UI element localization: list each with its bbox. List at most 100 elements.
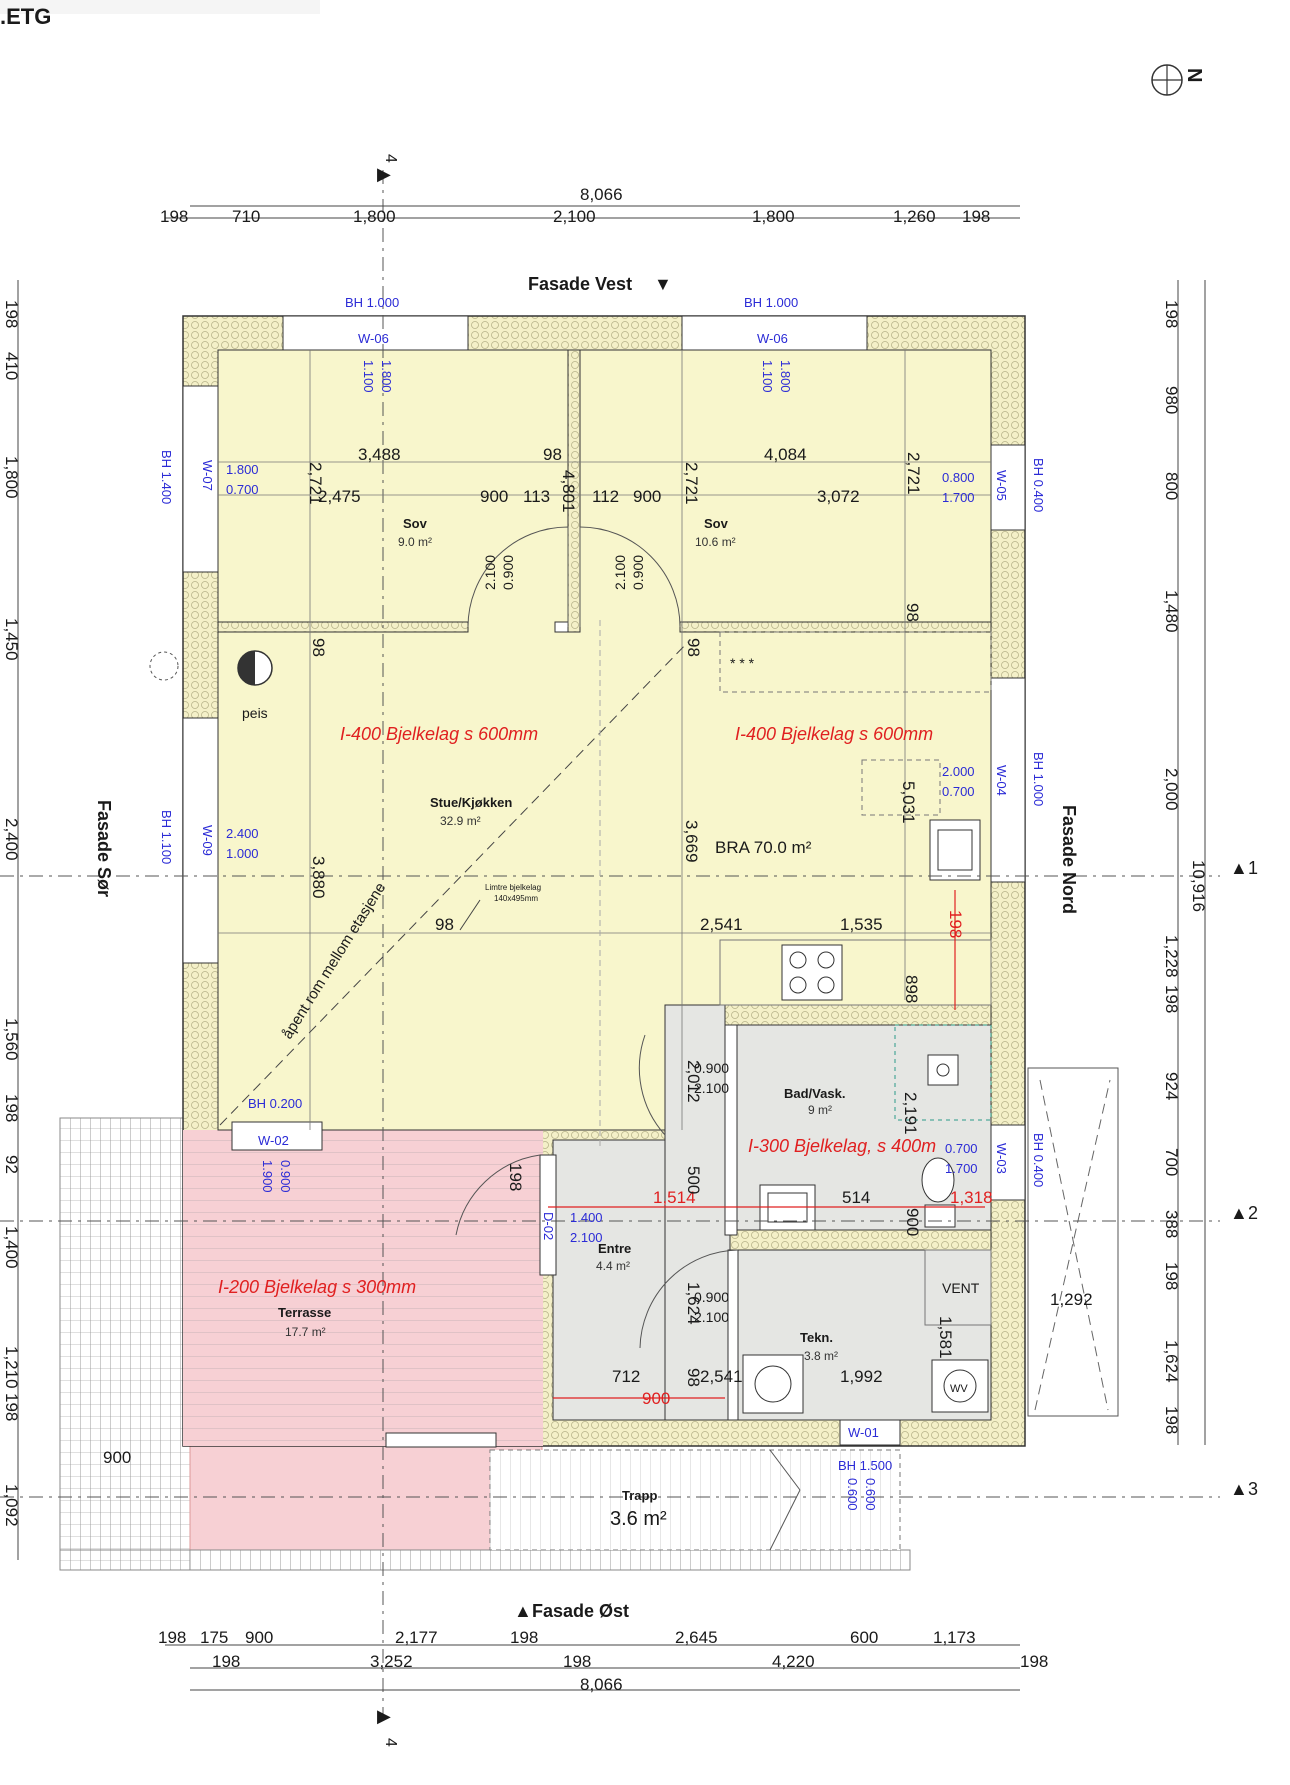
svg-text:1,318: 1,318 [950, 1188, 993, 1207]
outdoor-lamp-icon [149, 651, 179, 681]
svg-text:2,541: 2,541 [700, 1367, 743, 1386]
w01-annot: W-01 BH 1.500 0.600 0.600 [838, 1425, 892, 1511]
svg-text:0.700: 0.700 [226, 482, 259, 497]
door-tekn-h: 2.100 [694, 1309, 729, 1325]
svg-text:1,400: 1,400 [2, 1226, 21, 1269]
svg-text:10,916: 10,916 [1189, 860, 1208, 912]
svg-text:W-06: W-06 [358, 331, 389, 346]
svg-text:1,800: 1,800 [353, 207, 396, 226]
room-tekn-area: 3.8 m² [804, 1349, 838, 1363]
section-1-arrow-icon: ▲ [1230, 858, 1248, 878]
joist-note-1: I-400 Bjelkelag s 600mm [340, 724, 538, 744]
svg-text:198: 198 [2, 300, 21, 328]
svg-text:1.000: 1.000 [226, 846, 259, 861]
fireplace-icon [237, 650, 273, 686]
svg-text:0.600: 0.600 [863, 1478, 878, 1511]
svg-text:BH 0.400: BH 0.400 [1031, 458, 1046, 512]
toilet-icon [921, 1157, 956, 1228]
svg-text:3,072: 3,072 [817, 487, 860, 506]
svg-text:198: 198 [2, 1393, 21, 1421]
svg-text:198: 198 [212, 1652, 240, 1671]
svg-text:0.900: 0.900 [278, 1160, 293, 1193]
peis-label: peis [242, 705, 268, 721]
svg-text:1.800: 1.800 [226, 462, 259, 477]
window-w05 [990, 444, 1026, 531]
svg-text:4,084: 4,084 [764, 445, 807, 464]
joist-note-2: I-400 Bjelkelag s 600mm [735, 724, 933, 744]
svg-text:198: 198 [160, 207, 188, 226]
svg-text:1,292: 1,292 [1050, 1290, 1093, 1309]
svg-text:1,624: 1,624 [1162, 1340, 1181, 1383]
vent-unit [924, 1249, 992, 1326]
svg-text:1,173: 1,173 [933, 1628, 976, 1647]
facade-nord-label: Fasade Nord [1059, 805, 1079, 914]
svg-text:2,000: 2,000 [1162, 768, 1181, 811]
door-sov1-h: 2.100 [482, 555, 498, 590]
svg-text:2,721: 2,721 [682, 462, 701, 505]
svg-text:198: 198 [563, 1652, 591, 1671]
svg-text:98: 98 [684, 638, 703, 657]
svg-text:W-09: W-09 [200, 825, 215, 856]
svg-text:900: 900 [480, 487, 508, 506]
svg-text:W-02: W-02 [258, 1133, 289, 1148]
svg-text:0.700: 0.700 [942, 784, 975, 799]
room-sov2-name: Sov [704, 516, 729, 531]
svg-text:0.700: 0.700 [945, 1141, 978, 1156]
water-heater-icon [931, 1359, 989, 1413]
svg-text:8,066: 8,066 [580, 185, 623, 204]
section-2-arrow-icon: ▲ [1230, 1203, 1248, 1223]
limtre-note: Limtre bjelkelag [485, 883, 541, 892]
svg-text:1.700: 1.700 [942, 490, 975, 505]
window-w07 [182, 385, 219, 573]
svg-text:2,541: 2,541 [700, 915, 743, 934]
kitchen-counter [719, 939, 992, 1006]
door-tekn-w: 0.900 [694, 1289, 729, 1305]
interior-dims: 3,488 98 4,084 2,721 2,475 900 113 112 9… [103, 445, 1093, 1467]
svg-text:W-05: W-05 [994, 470, 1009, 501]
svg-text:900: 900 [103, 1448, 131, 1467]
room-entre-name: Entre [598, 1241, 631, 1256]
svg-text:198: 198 [1162, 1262, 1181, 1290]
svg-text:1,800: 1,800 [752, 207, 795, 226]
drain-row [385, 1432, 497, 1448]
w04-annot: BH 1.000 W-04 2.000 0.700 [942, 752, 1046, 806]
svg-text:98: 98 [435, 915, 454, 934]
svg-text:2.100: 2.100 [570, 1230, 603, 1245]
room-terrasse-area: 17.7 m² [285, 1325, 326, 1339]
svg-text:1,581: 1,581 [936, 1316, 955, 1359]
svg-text:198: 198 [946, 910, 965, 938]
svg-text:2,100: 2,100 [553, 207, 596, 226]
window-w09 [182, 717, 219, 964]
vent-label: VENT [942, 1280, 980, 1296]
joist-note-3: I-300 Bjelkelag, s 400m [748, 1136, 936, 1156]
room-trapp-area: 3.6 m² [610, 1508, 667, 1530]
w05-annot: BH 0.400 W-05 0.800 1.700 [942, 458, 1046, 512]
room-sov1-area: 9.0 m² [398, 535, 432, 549]
svg-text:8,066: 8,066 [580, 1675, 623, 1694]
left-dim-chain: 198 410 1,800 1,450 2,400 1,560 198 92 1… [2, 280, 21, 1560]
svg-text:1.100: 1.100 [760, 360, 775, 393]
room-stue-area: 32.9 m² [440, 814, 481, 828]
svg-text:W-07: W-07 [200, 460, 215, 491]
svg-text:92: 92 [2, 1155, 21, 1174]
svg-text:BH 1.500: BH 1.500 [838, 1458, 892, 1473]
section-2-label: 2 [1248, 1203, 1258, 1223]
svg-text:4,220: 4,220 [772, 1652, 815, 1671]
page-title: .ETG [0, 4, 51, 29]
door-swing-bad [638, 1034, 666, 1136]
w06-right-annot: BH 1.000 W-06 1.100 1.800 [744, 295, 798, 393]
facade-ost-arrow-icon: ▲ [514, 1601, 532, 1621]
door-sov1-w: 0.900 [500, 555, 516, 590]
room-sov1-name: Sov [403, 516, 428, 531]
svg-text:BH 0.200: BH 0.200 [248, 1096, 302, 1111]
d02-annot: D-02 1.400 2.100 [541, 1210, 603, 1245]
svg-text:98: 98 [684, 1368, 703, 1387]
svg-text:1,092: 1,092 [2, 1484, 21, 1527]
svg-text:1.700: 1.700 [945, 1161, 978, 1176]
svg-text:900: 900 [903, 1208, 922, 1236]
svg-text:710: 710 [232, 207, 260, 226]
room-stue-name: Stue/Kjøkken [430, 795, 512, 810]
room-sov2-area: 10.6 m² [695, 535, 736, 549]
svg-text:BH 1.100: BH 1.100 [159, 810, 174, 864]
section-1-label: 1 [1248, 858, 1258, 878]
